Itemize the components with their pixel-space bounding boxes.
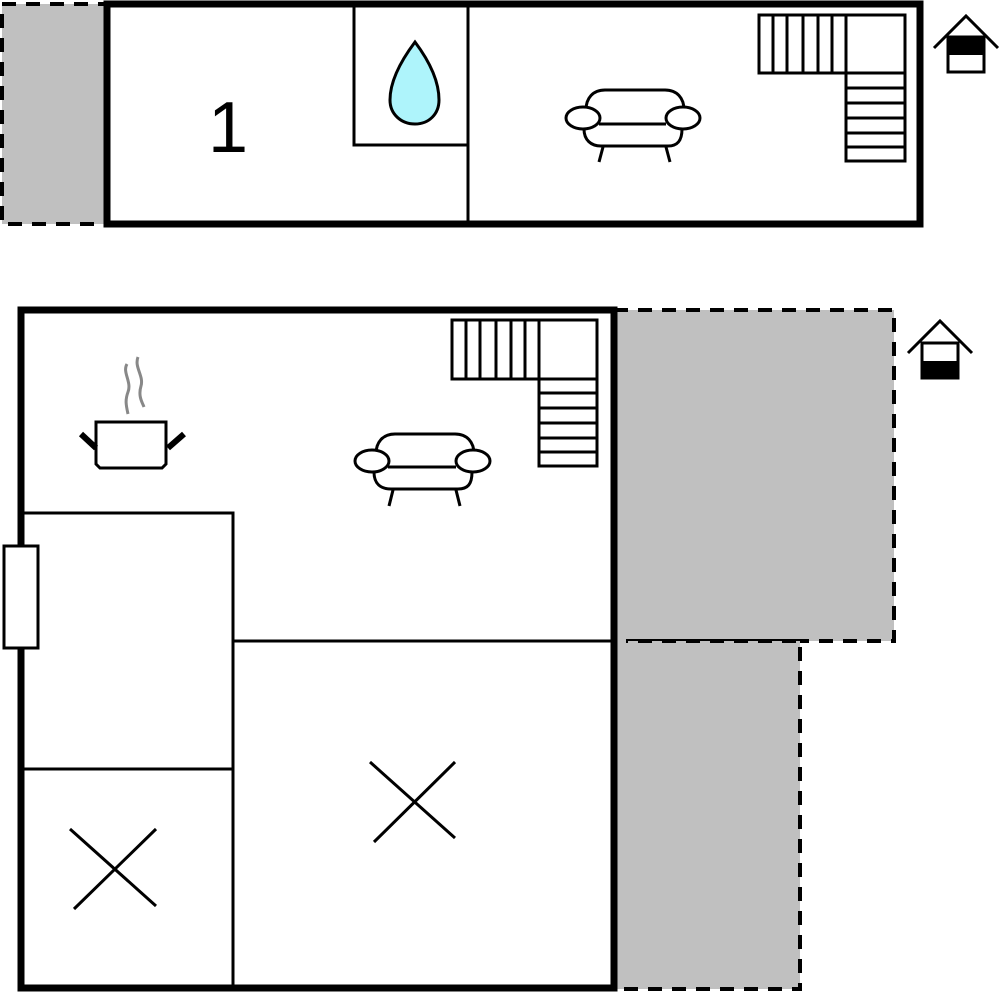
floor-indicator-upper-icon [932,13,1000,74]
bedroom-bed-x-icon [369,760,457,844]
door-icon [2,544,40,650]
staircase-icon [450,318,599,468]
staircase-icon [757,13,907,163]
terrace-upper-left [0,2,108,226]
bathroom-wall [352,4,468,147]
upper-floor-outer-wall [103,0,924,228]
room-number-label: 1 [208,88,248,168]
terrace-ground-right-upper [612,308,896,643]
water-drop-icon [388,39,441,126]
floor-indicator-ground-icon [906,318,974,380]
kitchen-pot-icon [78,356,186,470]
inner-wall-left [21,511,235,988]
upper-floor: 1 [0,0,1000,228]
bedroom-bed-x-icon [68,827,158,911]
terrace-ground-right-lower [612,639,802,991]
sofa-icon [564,88,702,163]
ground-floor [2,306,974,992]
ground-floor-outer-wall [17,306,618,992]
sofa-icon [353,432,492,507]
